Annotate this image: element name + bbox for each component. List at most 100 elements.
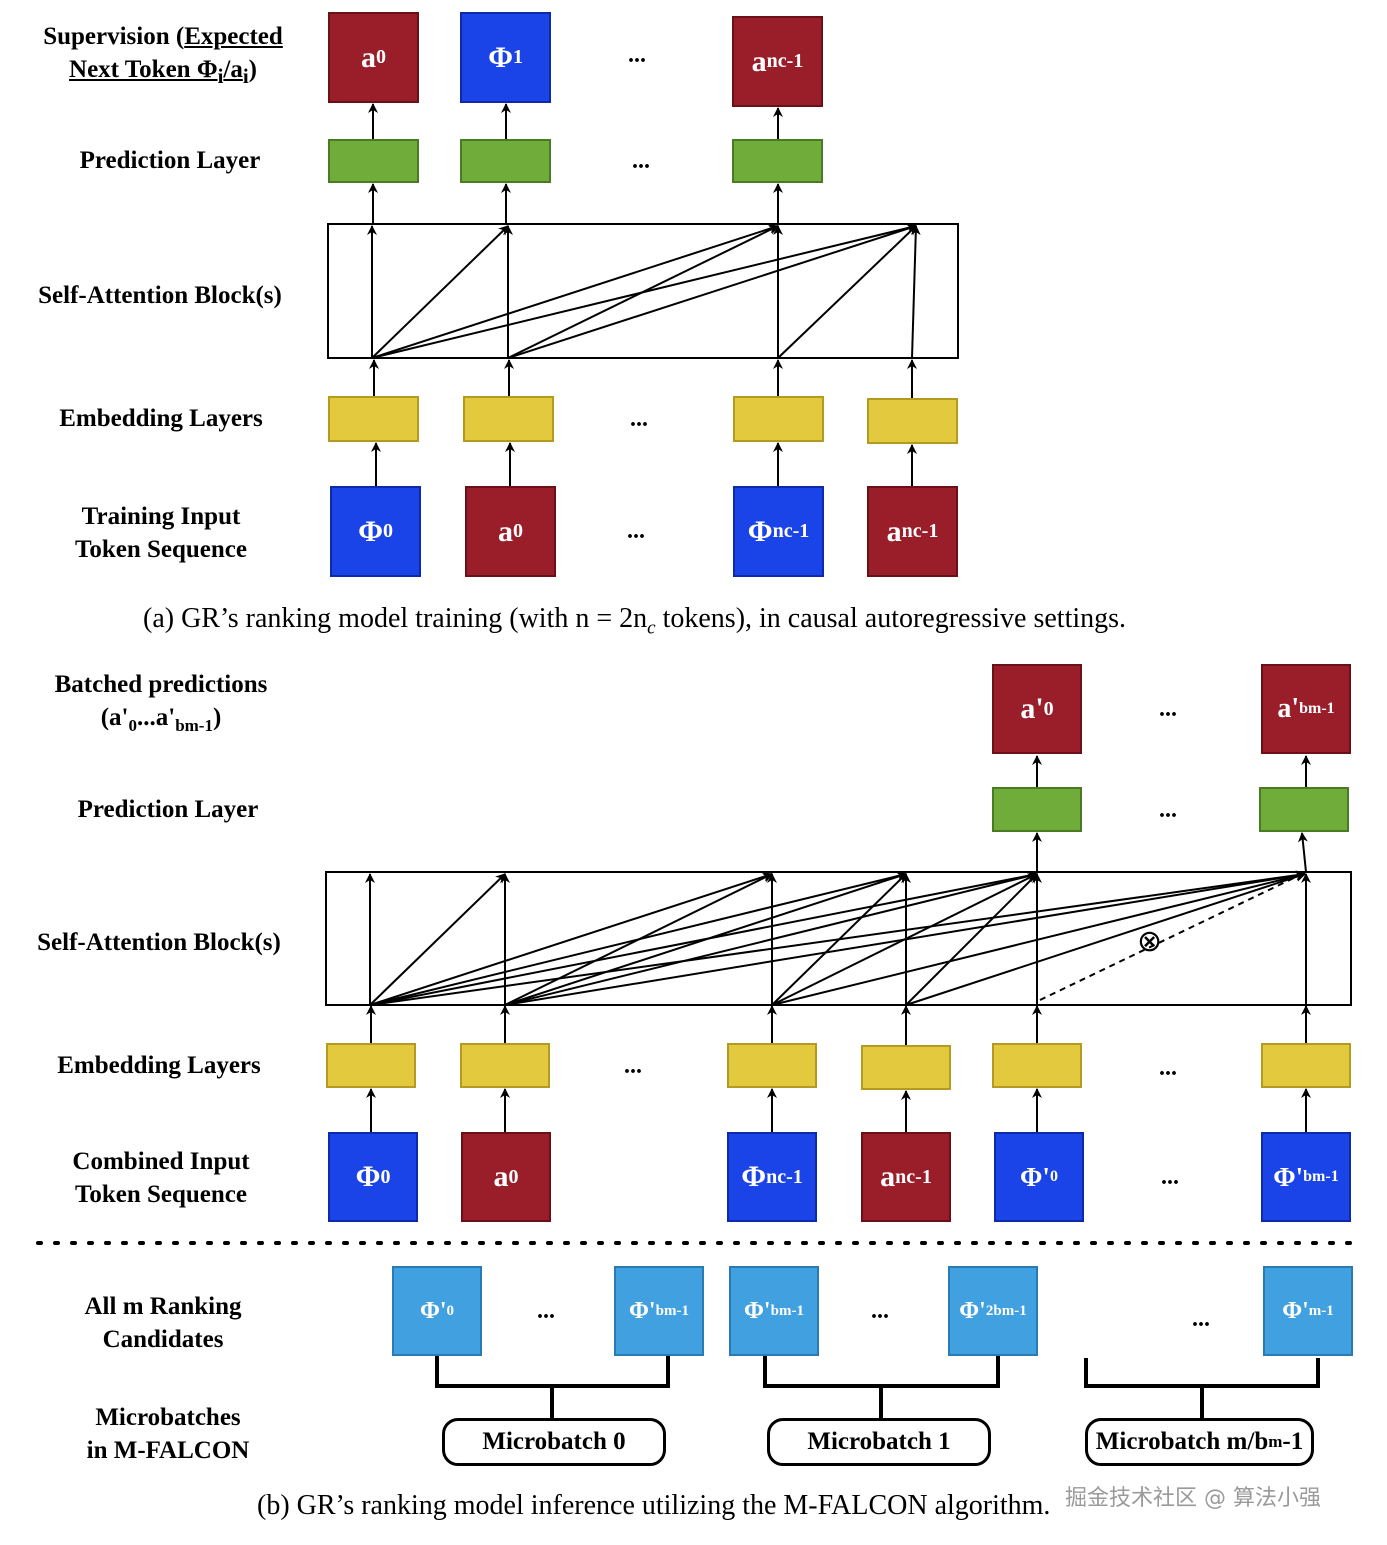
ellipsis: ...	[628, 42, 646, 68]
ellipsis: ...	[871, 1298, 889, 1324]
prediction-layer-label-b: Prediction Layer	[77, 796, 259, 823]
self-attention-label-b: Self-Attention Block(s)	[37, 929, 281, 956]
supervision-sub-i2: i	[242, 64, 249, 88]
embedding-cell	[326, 1043, 416, 1088]
arrow	[504, 871, 1038, 1006]
arrow	[777, 225, 917, 359]
arrow	[369, 873, 506, 1006]
arrows	[365, 103, 1311, 1132]
embedding-cell	[733, 396, 824, 442]
prediction-token-abm1: a'bm-1	[1261, 664, 1351, 754]
embedding-cell	[460, 1043, 550, 1088]
supervision-sub-i: i	[217, 64, 224, 88]
embedding-cell	[861, 1045, 951, 1090]
prediction-cell	[1259, 787, 1349, 832]
combined-token-phiprime0: Φ'0	[994, 1132, 1084, 1222]
arrow	[771, 871, 1306, 1006]
brackets	[435, 1356, 1320, 1418]
embedding-cell	[992, 1043, 1082, 1088]
microbatch-1: Microbatch 1	[767, 1418, 991, 1466]
caption-a: (a) GR’s ranking model training (with n …	[143, 603, 1127, 639]
combined-input-label: Combined Input Token Sequence	[72, 1148, 250, 1208]
supervision-text-1: Supervision (	[43, 23, 185, 50]
arrow	[905, 873, 1038, 1006]
ellipsis: ...	[1159, 797, 1177, 823]
candidate-phiprimebm1-a: Φ'bm-1	[614, 1266, 704, 1356]
ellipsis: ...	[1159, 696, 1177, 722]
mask-symbol: ⊗	[1137, 924, 1163, 959]
prediction-layer-label-a: Prediction Layer	[79, 147, 261, 174]
candidate-phiprime2bm1: Φ'2bm-1	[948, 1266, 1038, 1356]
supervision-close: )	[248, 56, 257, 83]
arrow	[371, 224, 779, 359]
arrow	[369, 871, 907, 1006]
embedding-cell	[727, 1043, 817, 1088]
masked-attention-line	[1039, 874, 1301, 1001]
embedding-cell	[867, 398, 958, 444]
embedding-label-a: Embedding Layers	[59, 405, 263, 432]
self-attention-label-a: Self-Attention Block(s)	[38, 282, 282, 309]
watermark: 掘金技术社区 @ 算法小强	[1065, 1486, 1321, 1511]
ellipsis: ...	[632, 148, 650, 174]
prediction-cell	[328, 139, 419, 183]
arrow	[369, 870, 1038, 1006]
embedding-cell	[463, 396, 554, 442]
candidate-phiprimem1: Φ'm-1	[1263, 1266, 1353, 1356]
arrow	[369, 872, 773, 1006]
arrow	[504, 870, 1306, 1006]
batched-predictions-label: Batched predictions (a'0...a'bm-1)	[54, 671, 268, 735]
prediction-token-a0: a'0	[992, 664, 1082, 754]
supervision-text-2: Expected	[184, 23, 283, 50]
ellipsis: ...	[627, 518, 645, 544]
embedding-cell	[1261, 1043, 1351, 1088]
candidate-phiprime0: Φ'0	[392, 1266, 482, 1356]
arrow	[507, 224, 917, 359]
microbatch-bracket	[435, 1356, 670, 1418]
microbatches-label: Microbatches in M-FALCON	[86, 1404, 250, 1464]
training-input-line1: Training Input	[81, 503, 241, 530]
self-attention-block-a	[327, 223, 959, 359]
arrow	[371, 225, 509, 359]
arrow	[369, 870, 1306, 1006]
microbatch-bracket	[1084, 1358, 1320, 1418]
supervision-label: Supervision (Expected Next Token Φi/ai)	[22, 20, 304, 93]
training-input-line2: Token Sequence	[74, 536, 248, 563]
training-input-label: Training Input Token Sequence	[40, 500, 282, 566]
supervision-slash: /a	[223, 56, 243, 83]
prediction-cell	[992, 787, 1082, 832]
prediction-cell	[732, 139, 823, 183]
arrow	[905, 872, 1306, 1006]
prediction-cell	[460, 139, 551, 183]
ellipsis: ...	[1161, 1164, 1179, 1190]
caption-b: (b) GR’s ranking model inference utilizi…	[257, 1490, 1051, 1521]
ellipsis: ...	[630, 406, 648, 432]
ellipsis: ...	[1192, 1306, 1210, 1332]
ellipsis: ...	[624, 1053, 642, 1079]
microbatch-bracket	[763, 1356, 1000, 1418]
candidate-phiprimebm1-b: Φ'bm-1	[729, 1266, 819, 1356]
supervision-text-3: Next Token Φ	[69, 56, 218, 83]
ellipsis: ...	[1159, 1055, 1177, 1081]
embedding-label-b: Embedding Layers	[57, 1052, 261, 1079]
arrow	[371, 223, 917, 359]
ellipsis: ...	[537, 1298, 555, 1324]
embedding-cell	[328, 396, 419, 442]
self-attention-block-b	[325, 871, 1352, 1006]
arrow	[910, 225, 921, 359]
microbatch-0: Microbatch 0	[442, 1418, 666, 1466]
combined-token-phiprimebm1: Φ'bm-1	[1261, 1132, 1351, 1222]
ranking-candidates-label: All m Ranking Candidates	[84, 1293, 242, 1353]
